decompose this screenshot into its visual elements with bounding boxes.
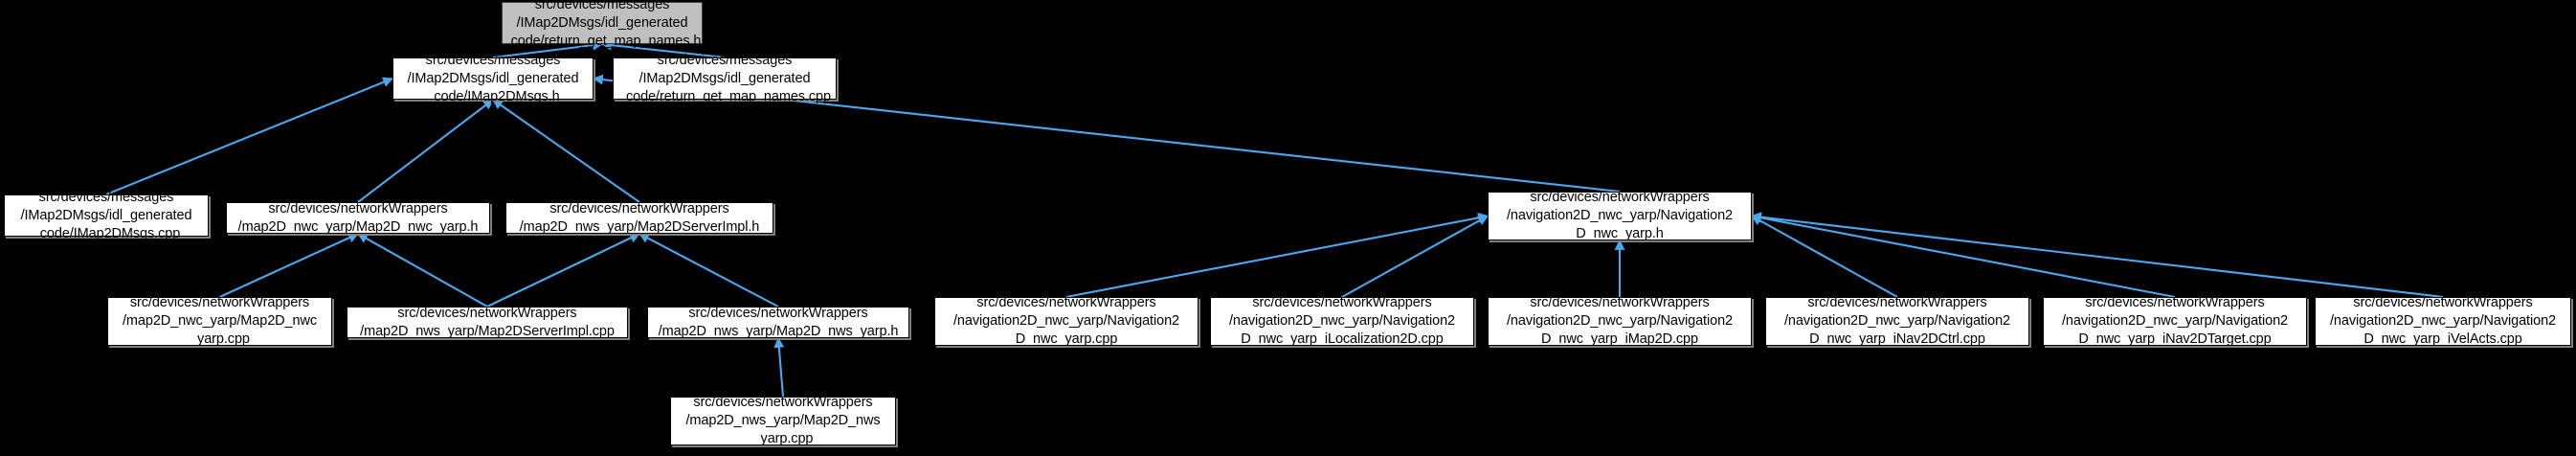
graph-node[interactable]: src/devices/networkWrappers /map2D_nwc_y… <box>107 295 332 347</box>
graph-node-label: src/devices/networkWrappers /map2D_nws_y… <box>360 305 615 339</box>
graph-node[interactable]: src/devices/networkWrappers /navigation2… <box>1488 295 1752 347</box>
graph-edge <box>357 233 488 308</box>
graph-node[interactable]: src/devices/messages /IMap2DMsgs/idl_gen… <box>613 53 837 104</box>
graph-node[interactable]: src/devices/networkWrappers /map2D_nws_y… <box>670 395 896 446</box>
graph-node-label: src/devices/networkWrappers /map2D_nws_y… <box>519 200 760 235</box>
graph-edge <box>492 99 640 203</box>
graph-node-label: src/devices/networkWrappers /navigation2… <box>1507 190 1733 241</box>
graph-node-label: src/devices/messages /IMap2DMsgs/idl_gen… <box>407 52 579 104</box>
graph-edge <box>638 233 779 308</box>
graph-edge <box>492 39 604 59</box>
graph-node[interactable]: src/devices/networkWrappers /map2D_nwc_y… <box>226 200 490 235</box>
graph-edge <box>219 233 359 298</box>
graph-node[interactable]: src/devices/networkWrappers /navigation2… <box>2315 295 2571 347</box>
graph-node-label: src/devices/messages /IMap2DMsgs/idl_gen… <box>618 52 831 104</box>
graph-node[interactable]: src/devices/networkWrappers /map2D_nws_y… <box>347 305 628 339</box>
graph-node-label: src/devices/networkWrappers /navigation2… <box>1507 295 1733 347</box>
graph-node-label: src/devices/networkWrappers /navigation2… <box>1229 295 1455 347</box>
graph-node-root[interactable]: src/devices/messages /IMap2DMsgs/idl_gen… <box>502 0 703 49</box>
graph-node-label: src/devices/networkWrappers /navigation2… <box>2330 295 2556 347</box>
graph-node-label: src/devices/messages /IMap2DMsgs/idl_gen… <box>503 0 702 49</box>
graph-node[interactable]: src/devices/messages /IMap2DMsgs/idl_gen… <box>392 53 594 104</box>
graph-node[interactable]: src/devices/networkWrappers /navigation2… <box>1765 295 2029 347</box>
graph-edge <box>1341 215 1489 298</box>
graph-node[interactable]: src/devices/networkWrappers /navigation2… <box>1488 190 1752 241</box>
graph-node[interactable]: src/devices/networkWrappers /navigation2… <box>1210 295 1474 347</box>
graph-edge <box>486 233 640 308</box>
graph-edge <box>773 336 785 398</box>
graph-node-label: src/devices/networkWrappers /map2D_nws_y… <box>685 395 881 446</box>
graph-edge <box>1750 212 2176 299</box>
graph-node[interactable]: src/devices/networkWrappers /map2D_nws_y… <box>505 200 773 235</box>
graph-node-label: src/devices/networkWrappers /navigation2… <box>1784 295 2010 347</box>
graph-node-label: src/devices/networkWrappers /map2D_nwc_y… <box>122 295 317 347</box>
graph-node-label: src/devices/networkWrappers /navigation2… <box>953 295 1179 347</box>
graph-node[interactable]: src/devices/networkWrappers /navigation2… <box>2043 295 2307 347</box>
graph-edge <box>105 77 394 195</box>
graph-node-label: src/devices/messages /IMap2DMsgs/idl_gen… <box>20 189 192 241</box>
graph-node-label: src/devices/networkWrappers /map2D_nwc_y… <box>237 200 479 235</box>
graph-node[interactable]: src/devices/networkWrappers /navigation2… <box>934 295 1198 347</box>
graph-edge <box>600 39 726 59</box>
graph-node-label: src/devices/networkWrappers /navigation2… <box>2062 295 2288 347</box>
graph-node[interactable]: src/devices/networkWrappers /map2D_nws_y… <box>647 305 909 339</box>
graph-node[interactable]: src/devices/messages /IMap2DMsgs/idl_gen… <box>4 190 209 241</box>
graph-edge <box>1751 215 1898 298</box>
graph-edge <box>1065 212 1490 299</box>
graph-edge <box>1750 212 2444 299</box>
graph-node-label: src/devices/networkWrappers /map2D_nws_y… <box>658 305 899 339</box>
graph-edge <box>357 99 494 203</box>
